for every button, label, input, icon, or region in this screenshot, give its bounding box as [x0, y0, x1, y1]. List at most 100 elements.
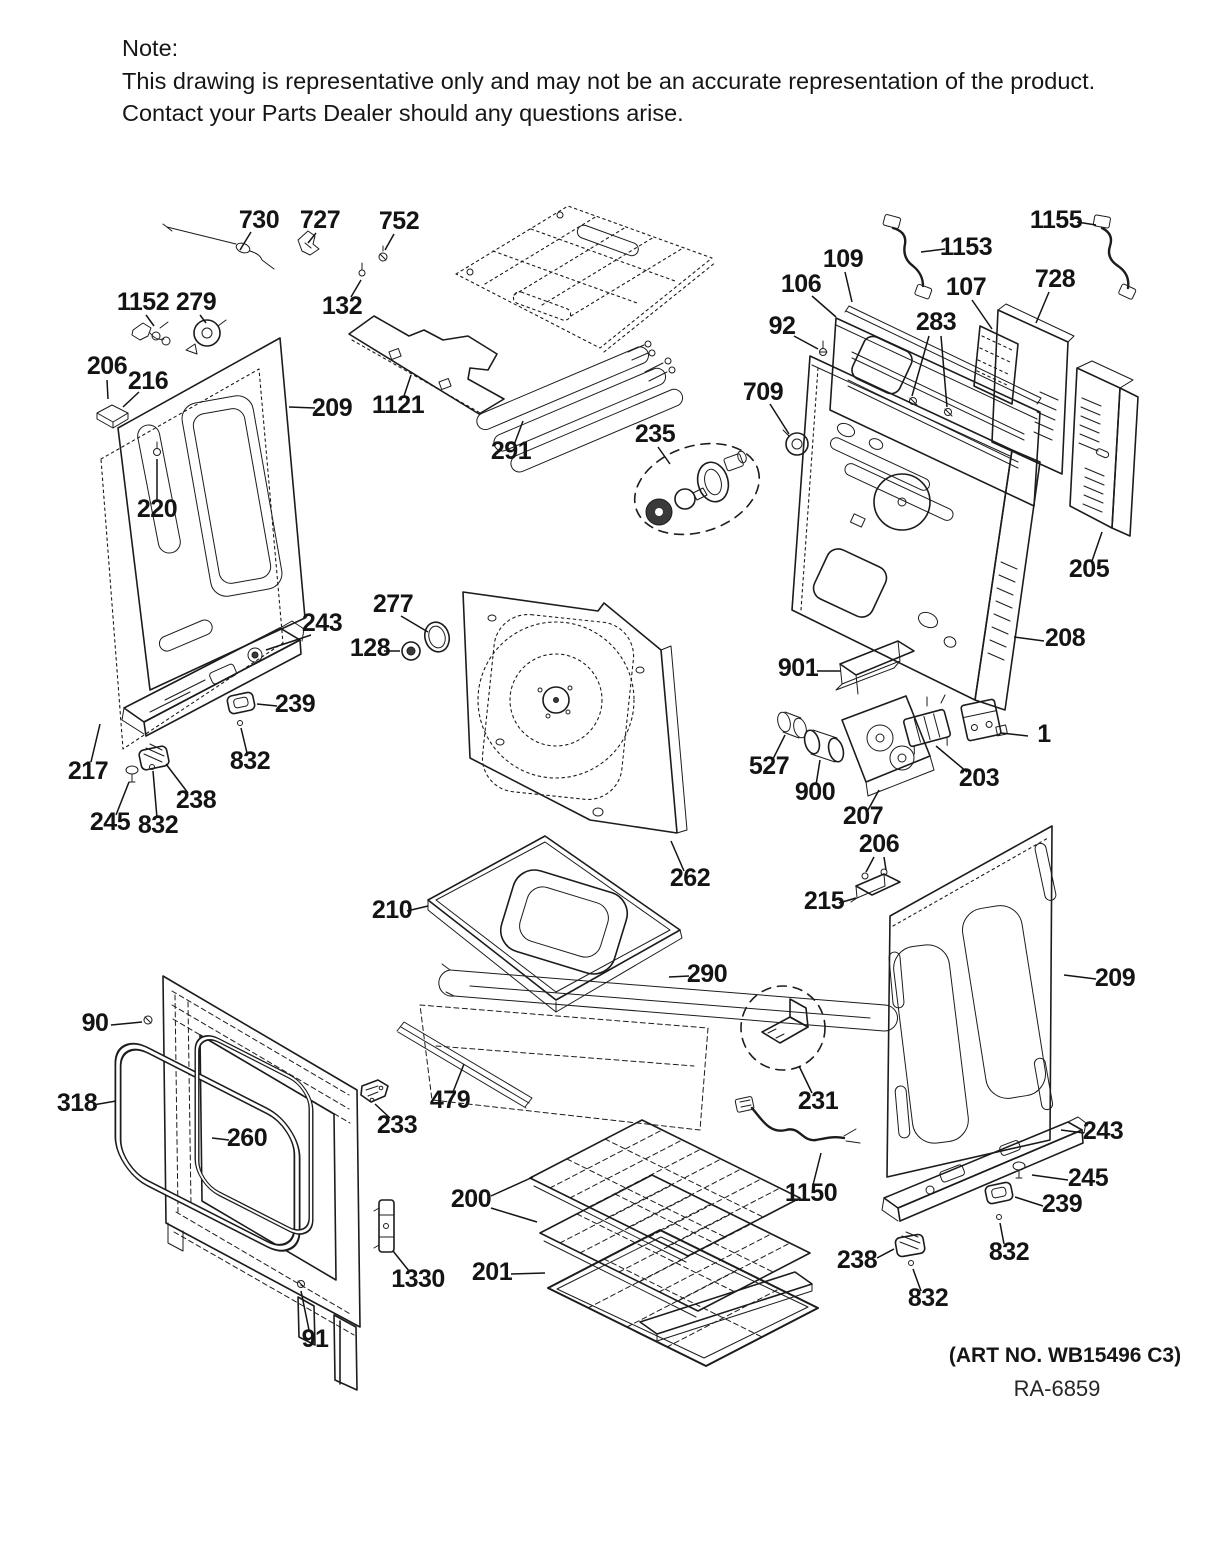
callout-132: 132 — [322, 292, 362, 320]
part-screw-91 — [297, 1280, 305, 1288]
leader-line-92 — [793, 335, 819, 350]
part-screw-132 — [358, 262, 366, 277]
leader-line-243-a — [265, 634, 312, 651]
part-side-panel-right-209 — [886, 825, 1057, 1178]
part-motor-900 — [803, 729, 845, 763]
footer-block: (ART NO. WB15496 C3) RA-6859 — [949, 1344, 1181, 1401]
leader-line-203 — [935, 745, 968, 773]
part-latch-233 — [360, 1079, 389, 1103]
leader-line-709 — [769, 403, 790, 435]
callout-220: 220 — [137, 495, 177, 523]
callout-205: 205 — [1069, 555, 1110, 583]
callout-200: 200 — [451, 1185, 491, 1213]
callout-752: 752 — [379, 207, 419, 235]
callout-245-b: 245 — [1068, 1164, 1109, 1192]
callout-479: 479 — [430, 1086, 470, 1114]
part-screw-245-right — [1012, 1161, 1026, 1179]
leader-line-238-a — [165, 763, 189, 794]
callout-1121: 1121 — [372, 391, 425, 419]
callout-209-a: 209 — [312, 394, 352, 422]
leader-line-277 — [400, 615, 429, 633]
leader-line-107 — [971, 299, 993, 330]
art-number: (ART NO. WB15496 C3) — [949, 1344, 1181, 1367]
part-sensor-probe-730 — [162, 223, 275, 270]
callout-527: 527 — [749, 752, 789, 780]
part-bracket-231 — [740, 985, 826, 1071]
part-insulation-strip-1121 — [348, 315, 505, 415]
part-screw-832-d — [908, 1260, 914, 1266]
leader-line-209-b — [1063, 974, 1097, 980]
callout-1330: 1330 — [391, 1265, 445, 1293]
part-terminal-block-203 — [902, 694, 952, 755]
callout-262: 262 — [670, 864, 710, 892]
callout-1152: 1152 — [117, 288, 169, 316]
callout-216: 216 — [128, 367, 168, 395]
leader-line-1121 — [403, 374, 412, 397]
leader-line-245-b — [1031, 1174, 1069, 1181]
leader-line-900 — [815, 759, 821, 786]
part-floor-pan-210 — [427, 835, 683, 1013]
callout-1150: 1150 — [785, 1179, 837, 1207]
part-spacer-1330 — [373, 1199, 395, 1253]
callout-239-a: 239 — [275, 690, 315, 718]
part-oven-liner-back-262 — [462, 591, 688, 834]
callout-238-b: 238 — [837, 1246, 878, 1274]
part-grommet-128 — [401, 641, 421, 661]
part-bracket-207 — [841, 695, 935, 797]
leader-line-239-a — [256, 703, 278, 707]
callout-109: 109 — [823, 245, 863, 273]
part-control-board-107 — [973, 325, 1019, 405]
callout-106: 106 — [781, 270, 821, 298]
part-screw-752 — [378, 245, 388, 262]
callout-107: 107 — [946, 273, 986, 301]
part-vent-panel-205 — [1069, 360, 1139, 537]
callout-727: 727 — [300, 206, 340, 234]
callout-208: 208 — [1045, 624, 1086, 652]
leader-line-1150 — [812, 1152, 822, 1186]
callout-217: 217 — [68, 757, 108, 785]
callout-709: 709 — [743, 378, 783, 406]
part-heat-shield-901 — [835, 640, 915, 695]
leader-line-752 — [384, 233, 395, 251]
part-main-top-panel — [455, 205, 717, 361]
callout-243-b: 243 — [1083, 1117, 1123, 1145]
leader-line-109 — [844, 271, 853, 303]
part-door-glass-frame-260 — [194, 1035, 314, 1235]
leader-line-727 — [307, 232, 317, 244]
leader-line-260 — [211, 1137, 230, 1141]
callout-832-c: 832 — [989, 1238, 1029, 1266]
part-grommet-709 — [782, 429, 809, 456]
callout-277: 277 — [373, 590, 413, 618]
callout-206-a: 206 — [87, 352, 127, 380]
leader-line-210 — [406, 905, 429, 912]
callout-290: 290 — [687, 960, 727, 988]
callout-832-d: 832 — [908, 1284, 948, 1312]
callout-728: 728 — [1035, 265, 1076, 293]
part-seal-ring-277 — [423, 621, 451, 653]
part-bracket-215 — [850, 873, 901, 903]
leader-line-217 — [90, 723, 101, 763]
leader-line-318 — [92, 1100, 117, 1106]
callout-210: 210 — [372, 896, 412, 924]
callout-901: 901 — [778, 654, 819, 682]
part-connector-206-216 — [96, 404, 129, 429]
leader-line-238-b — [876, 1248, 895, 1259]
part-screws-206-right — [861, 868, 888, 880]
part-clip-239-left — [226, 691, 256, 715]
callout-318: 318 — [57, 1089, 98, 1117]
part-oven-rack — [529, 1119, 801, 1263]
part-insulation-sheet-217 — [100, 368, 284, 750]
callout-238-a: 238 — [176, 786, 217, 814]
part-screw-220 — [153, 448, 161, 456]
callout-832-b: 832 — [138, 811, 178, 839]
callout-832-a: 832 — [230, 747, 270, 775]
callout-209-b: 209 — [1095, 964, 1135, 992]
part-screws-283 — [909, 397, 953, 417]
leader-line-290 — [668, 975, 690, 978]
part-screw-245-left — [125, 765, 139, 783]
part-broiler-rack-201 — [547, 1229, 819, 1367]
part-clip-238-left — [138, 743, 170, 771]
leader-line-235 — [657, 446, 671, 465]
